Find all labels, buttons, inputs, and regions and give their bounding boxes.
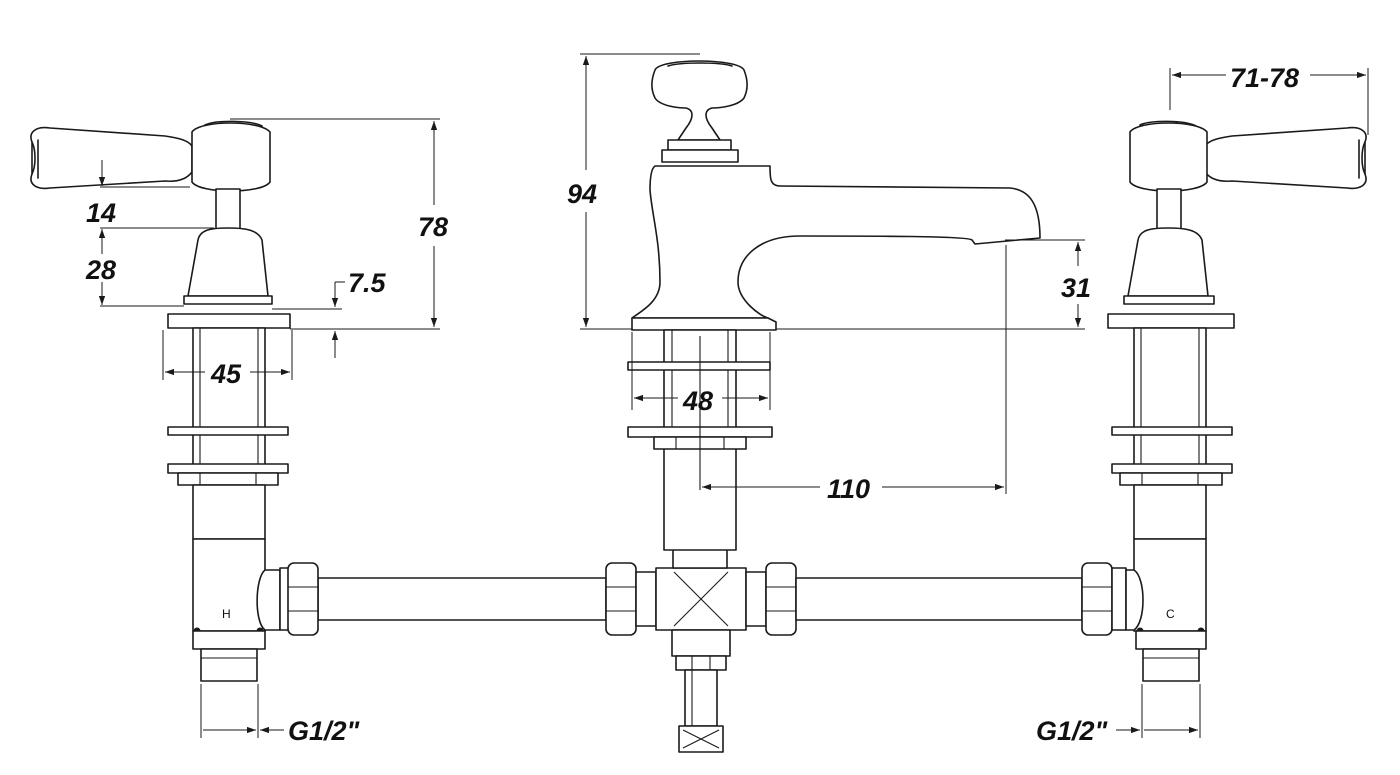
dim-washer-thickness: 7.5	[348, 268, 387, 298]
cold-locknut	[1119, 472, 1223, 486]
cold-shank	[1133, 327, 1207, 471]
right-cross-pipe	[795, 577, 1083, 621]
dim-collar-height: 28	[85, 255, 116, 285]
dim-outlet-height: 31	[1061, 273, 1091, 303]
centre-outlet-nut	[675, 655, 727, 671]
hot-base-flange	[167, 313, 291, 329]
dimension-annotations: 14 28 78 7.5 45 94 48	[85, 53, 1369, 746]
left-pipe-nut	[287, 562, 319, 636]
hot-lever-head	[191, 122, 271, 192]
cold-label: C	[1166, 607, 1175, 621]
dim-handle-spread: 71-78	[1230, 63, 1299, 93]
spout-base-flange	[631, 317, 777, 331]
cold-lever-head	[1129, 122, 1208, 192]
hot-lever-handle	[30, 126, 193, 190]
hot-valve-assembly: H	[30, 120, 291, 682]
cold-inlet-thread	[1142, 648, 1200, 682]
hot-shank	[192, 327, 266, 471]
hot-inlet-thread	[200, 648, 258, 682]
dim-thread-left: G1/2"	[288, 716, 361, 746]
dim-lever-body-height: 78	[418, 212, 448, 242]
hot-label: H	[222, 607, 231, 621]
dim-spout-height: 94	[567, 179, 597, 209]
dim-spout-body-width: 48	[682, 386, 713, 416]
hot-stem	[215, 188, 241, 230]
cold-stem	[1156, 188, 1182, 230]
cold-valve-assembly: C	[1107, 120, 1367, 682]
spout-body	[631, 165, 1041, 319]
cold-collar	[1127, 227, 1209, 297]
hot-locknut	[177, 472, 279, 486]
dim-lever-offset: 14	[86, 198, 116, 228]
spout-knob	[651, 60, 748, 141]
right-pipe-nut	[1081, 562, 1113, 636]
cold-lever-handle	[1204, 126, 1367, 190]
connecting-pipework	[256, 547, 1144, 753]
dim-spout-reach: 110	[827, 474, 870, 504]
centre-spout-assembly	[627, 60, 1041, 551]
hot-collar	[187, 227, 269, 297]
cold-base-flange	[1107, 313, 1235, 329]
left-cross-pipe	[317, 577, 607, 621]
dim-flange-width: 45	[210, 359, 242, 389]
dim-thread-right: G1/2"	[1036, 716, 1109, 746]
